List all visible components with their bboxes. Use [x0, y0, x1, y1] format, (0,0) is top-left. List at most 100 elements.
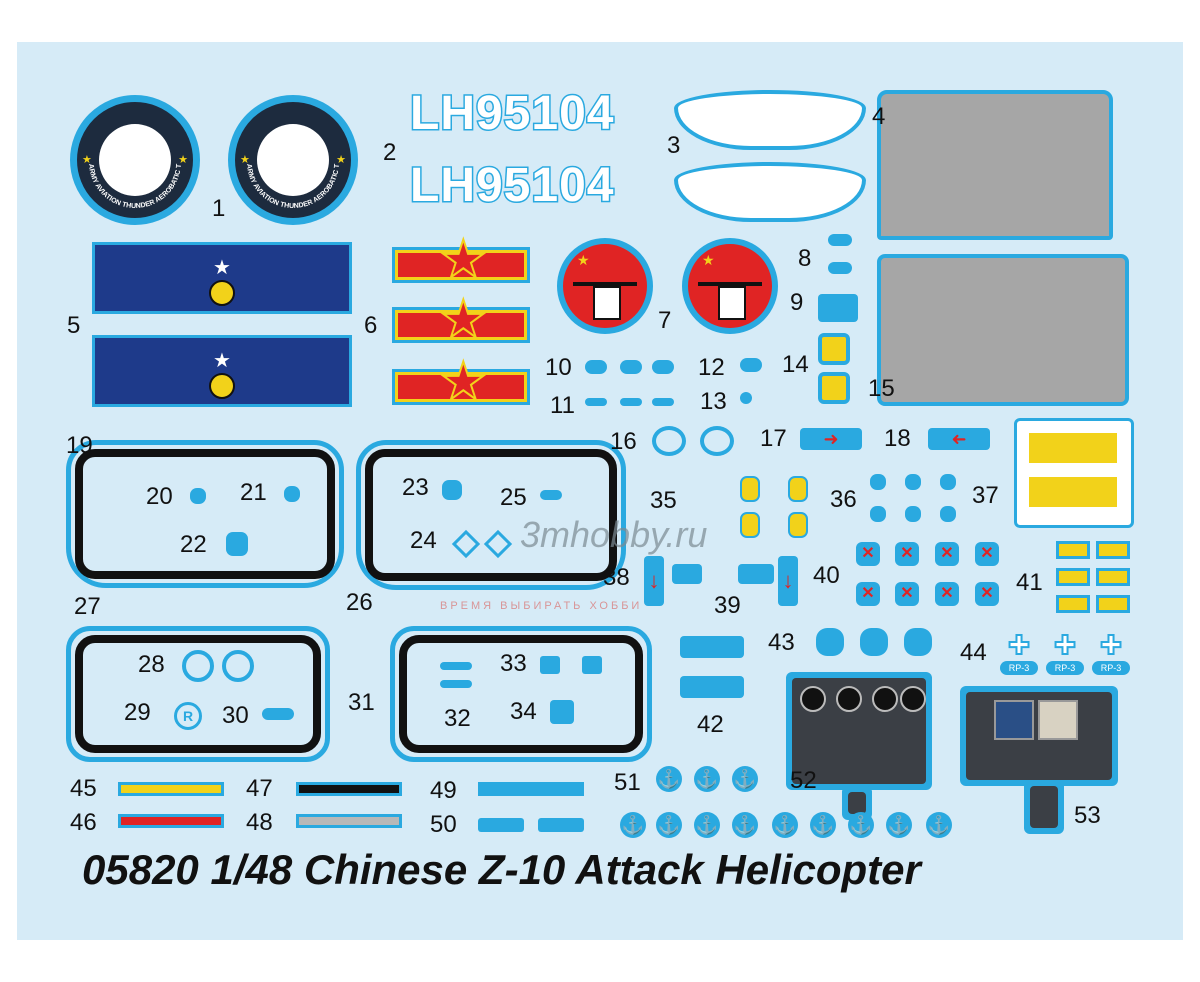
gray-stripe-48 [296, 814, 402, 828]
cross-decal-43c [904, 628, 932, 656]
black-frame-decal-26 [356, 440, 626, 590]
gray-panel-decal-15 [877, 254, 1129, 406]
cross-decal-40: ✕ [856, 542, 880, 566]
cross-decal-40: ✕ [856, 582, 880, 606]
decal-number: 20 [146, 483, 173, 510]
aerobatic-team-roundel-1: ★★ PLA ARMY AVIATION THUNDER AEROBATIC T… [70, 95, 200, 225]
helicopter-unit-badge-2: ★ [682, 238, 778, 334]
cross-decal-43b [860, 628, 888, 656]
decal-number: 39 [714, 592, 741, 619]
navy-emblem-panel-1: ★ [92, 242, 352, 314]
watermark-logo: 3mhobby.ru [520, 514, 708, 555]
aerobatic-team-roundel-2: ★★ PLA ARMY AVIATION THUNDER AEROBATIC T… [228, 95, 358, 225]
decal-number: 47 [246, 775, 273, 802]
small-decal-20 [190, 488, 206, 504]
decal-number: 35 [650, 487, 677, 514]
decal-number: 12 [698, 354, 725, 381]
decal-number: 8 [798, 245, 812, 272]
wings-emblem-1 [674, 90, 866, 150]
small-decal-23 [442, 480, 462, 500]
anchor-decal-51: ⚓ [772, 812, 798, 838]
watermark-tagline: ВРЕМЯ ВЫБИРАТЬ ХОББИ [440, 600, 643, 612]
small-decal-32a [440, 662, 472, 670]
small-decal-10b [620, 360, 642, 374]
rp3-decal-3: ✚RP-3 [1092, 629, 1130, 675]
decal-number: 14 [782, 351, 809, 378]
decal-number: 18 [884, 425, 911, 452]
national-insignia-1: ★ [392, 233, 530, 287]
yellow-decal-14a [818, 333, 850, 365]
cross-decal-43a [816, 628, 844, 656]
decal-number: 23 [402, 474, 429, 501]
registered-decal-29: R [174, 702, 202, 730]
small-decal-11a [585, 398, 607, 406]
decal-number: 49 [430, 777, 457, 804]
down-arrow-decal-39: ↓ [778, 556, 798, 606]
decal-number: 21 [240, 479, 267, 506]
svg-text:PLA ARMY AVIATION THUNDER AERO: PLA ARMY AVIATION THUNDER AEROBATIC TEAM [77, 102, 183, 210]
decal-number: 51 [614, 769, 641, 796]
small-decal-36f [940, 506, 956, 522]
decal-number: 40 [813, 562, 840, 589]
ring-decal-16b [700, 426, 734, 456]
decal-number: 50 [430, 811, 457, 838]
yellow-bar-41 [1056, 595, 1090, 613]
yellow-stripe-45 [118, 782, 224, 796]
yellow-bar-41 [1096, 541, 1130, 559]
roundel-text: PLA ARMY AVIATION THUNDER AEROBATIC TEAM [77, 102, 183, 210]
small-decal-36d [870, 506, 886, 522]
instrument-console-decal-53 [1024, 780, 1064, 834]
registration-decal-1: LH95104 [408, 86, 615, 142]
decal-number: 38 [603, 564, 630, 591]
decal-number: 48 [246, 809, 273, 836]
decal-number: 26 [346, 589, 373, 616]
yellow-decal-35c [740, 512, 760, 538]
black-frame-decal-31 [390, 626, 652, 762]
gray-panel-decal-4 [877, 90, 1113, 240]
red-stripe-46 [118, 814, 224, 828]
helicopter-unit-badge-1: ★ [557, 238, 653, 334]
decal-number: 30 [222, 702, 249, 729]
anchor-decal-51: ⚓ [732, 766, 758, 792]
instrument-panel-decal-53 [960, 686, 1118, 786]
navy-emblem-panel-2: ★ [92, 335, 352, 407]
svg-text:PLA ARMY AVIATION THUNDER AERO: PLA ARMY AVIATION THUNDER AEROBATIC TEAM [235, 102, 341, 210]
small-decal-13 [740, 392, 752, 404]
decal-number: 13 [700, 388, 727, 415]
decal-number: 17 [760, 425, 787, 452]
decal-number: 3 [667, 132, 681, 159]
decal-number: 28 [138, 651, 165, 678]
instrument-panel-decal-52 [786, 672, 932, 790]
anchor-decal-51: ⚓ [848, 812, 874, 838]
decal-number: 43 [768, 629, 795, 656]
decal-number: 10 [545, 354, 572, 381]
roundel-text: PLA ARMY AVIATION THUNDER AEROBATIC TEAM [235, 102, 341, 210]
stencil-decal-38 [672, 564, 702, 584]
decal-number: 45 [70, 775, 97, 802]
yellow-bar-41 [1096, 595, 1130, 613]
small-decal-36e [905, 506, 921, 522]
decal-number: 31 [348, 689, 375, 716]
small-decal-36b [905, 474, 921, 490]
small-decal-33b [582, 656, 602, 674]
stencil-decal-50a [478, 818, 524, 832]
anchor-decal-51: ⚓ [886, 812, 912, 838]
rp3-decal-1: ✚RP-3 [1000, 629, 1038, 675]
target-decal-28b [222, 650, 254, 682]
small-decal-25 [540, 490, 562, 500]
stencil-decal-50b [538, 818, 584, 832]
decal-number: 4 [872, 103, 886, 130]
yellow-decal-35b [788, 476, 808, 502]
decal-number: 34 [510, 698, 537, 725]
stencil-decal-9 [818, 294, 858, 322]
blue-stripe-49 [478, 782, 584, 796]
small-decal-10a [585, 360, 607, 374]
decal-number: 16 [610, 428, 637, 455]
yellow-decal-14b [818, 372, 850, 404]
national-insignia-3: ★ [392, 355, 530, 409]
decal-number: 27 [74, 593, 101, 620]
decal-number: 25 [500, 484, 527, 511]
decal-number: 11 [550, 392, 575, 419]
stencil-decal-42a [680, 636, 744, 658]
decal-number: 29 [124, 699, 151, 726]
